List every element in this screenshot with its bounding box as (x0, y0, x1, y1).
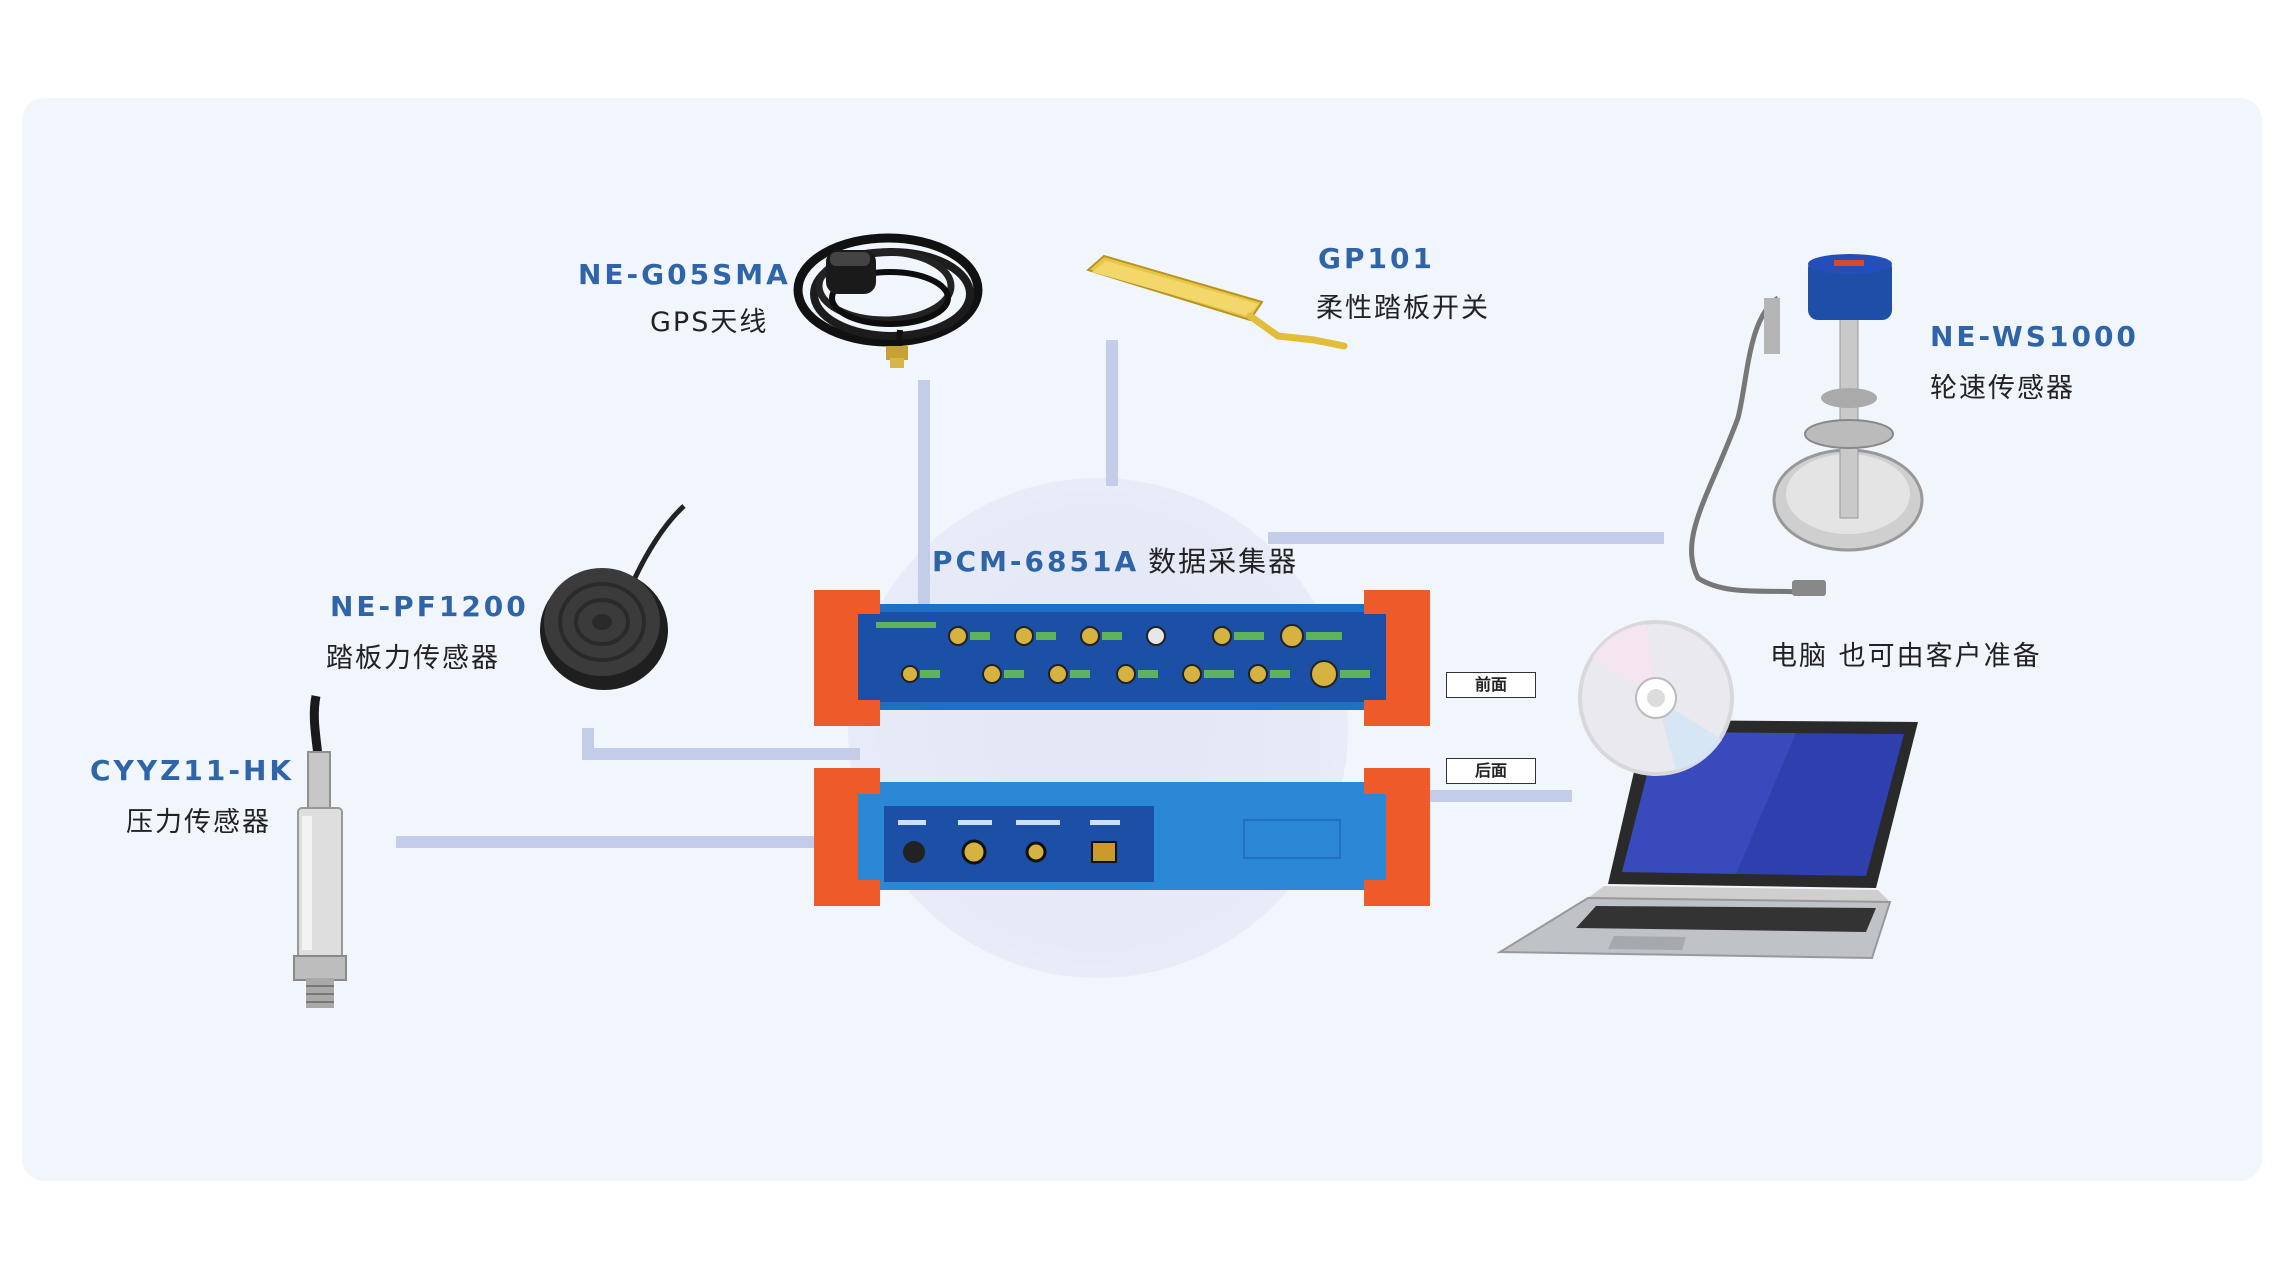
gps-code: NE-G05SMA (578, 258, 791, 291)
connector-computer (1420, 790, 1572, 802)
data-logger-title: PCM-6851A 数据采集器 (932, 540, 1298, 580)
pedal-force-sensor-icon (534, 504, 694, 694)
pedal-switch-code: GP101 (1318, 242, 1435, 275)
connector-gps (918, 380, 930, 606)
pedal-force-code: NE-PF1200 (330, 590, 529, 623)
pressure-code: CYYZ11-HK (90, 754, 295, 787)
connector-pedal-switch (1106, 340, 1118, 486)
data-logger-back-icon (814, 764, 1430, 910)
connector-wheel-speed (1268, 532, 1664, 544)
back-tag: 后面 (1446, 758, 1536, 784)
center-glow (848, 478, 1348, 978)
pressure-name: 压力传感器 (126, 807, 271, 838)
laptop-icon (1496, 620, 1926, 970)
gps-name: GPS天线 (650, 307, 769, 338)
data-logger-front-icon (814, 584, 1430, 730)
wheel-speed-code: NE-WS1000 (1930, 320, 2139, 353)
data-logger-name: 数据采集器 (1148, 545, 1299, 578)
pressure-sensor-icon (282, 695, 372, 1016)
data-logger-code: PCM-6851A (932, 545, 1140, 578)
wheel-speed-sensor-icon (1668, 254, 1928, 608)
flexible-pedal-switch-icon (1082, 254, 1352, 356)
front-tag: 前面 (1446, 672, 1536, 698)
connector-pressure (396, 836, 842, 848)
connector-pedal-force-h (582, 748, 860, 760)
gps-antenna-icon (790, 220, 990, 370)
computer-name: 电脑 也可由客户准备 (1770, 641, 2042, 672)
pedal-switch-name: 柔性踏板开关 (1316, 293, 1490, 324)
wheel-speed-name: 轮速传感器 (1930, 373, 2075, 404)
pedal-force-name: 踏板力传感器 (326, 643, 500, 674)
